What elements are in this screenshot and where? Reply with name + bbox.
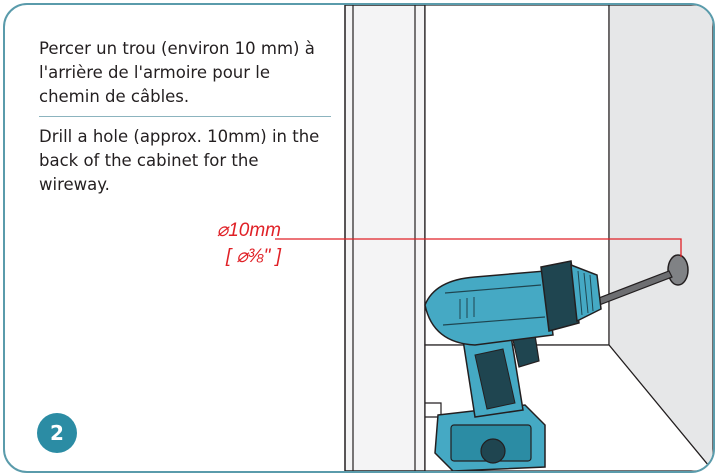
step-number-badge: 2 (37, 413, 77, 453)
instruction-text-block: Percer un trou (environ 10 mm) à l'arriè… (39, 37, 331, 197)
instruction-french: Percer un trou (environ 10 mm) à l'arriè… (39, 39, 315, 106)
drill-icon (424, 260, 673, 471)
cabinet-left-panel (344, 5, 426, 471)
instruction-english: Drill a hole (approx. 10mm) in the back … (39, 127, 320, 194)
instruction-card: Percer un trou (environ 10 mm) à l'arriè… (3, 3, 715, 473)
text-divider (39, 116, 331, 117)
hole-icon (667, 254, 689, 286)
cabinet-right-panel (608, 5, 713, 471)
dimension-leader-line (275, 238, 682, 257)
dimension-imperial: [ ⌀⅜" ] (225, 246, 281, 267)
cabinet-illustration (275, 5, 713, 471)
dimension-metric: ⌀10mm (216, 220, 281, 241)
